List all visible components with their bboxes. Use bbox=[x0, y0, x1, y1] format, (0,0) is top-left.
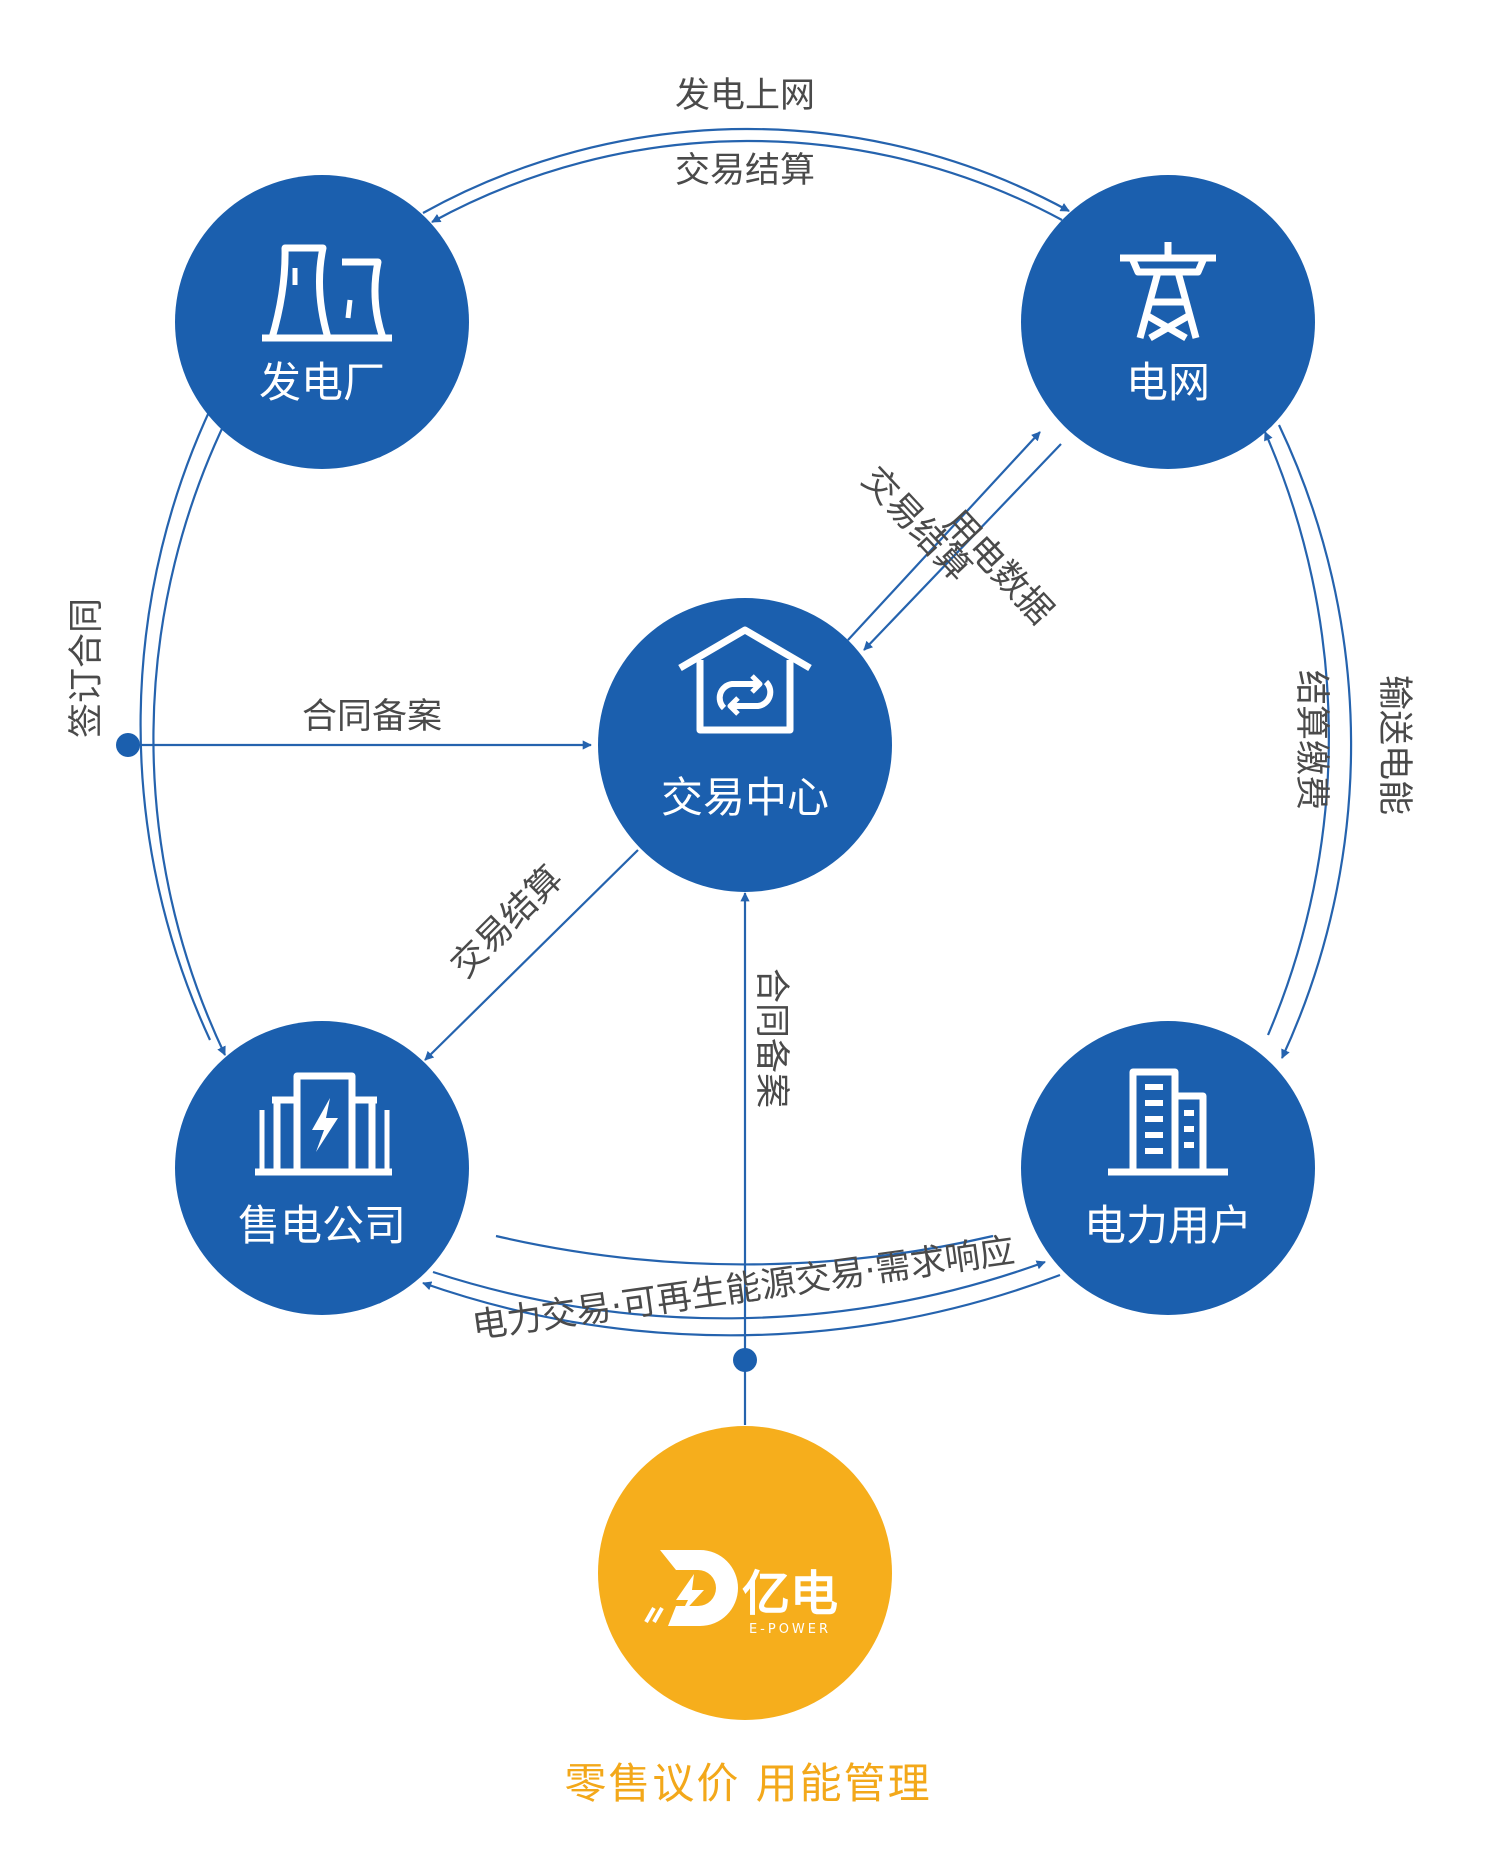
node-retail-company[interactable]: 售电公司 bbox=[175, 1021, 469, 1315]
edge-label-bottom-arc: 电力交易·可再生能源交易·需求响应 bbox=[470, 1231, 1018, 1347]
node-label: 发电厂 bbox=[259, 358, 385, 407]
edge-label-right-arc-outer: 输送电能 bbox=[1374, 675, 1414, 815]
e-power-logo-icon bbox=[644, 1550, 738, 1626]
top-arc-connector bbox=[422, 127, 1070, 223]
node-exchange-center[interactable]: 交易中心 bbox=[598, 598, 892, 892]
edge-label-plant-grid-top: 发电上网 bbox=[675, 76, 815, 116]
house-exchange-icon bbox=[678, 626, 812, 734]
left-arc-connector bbox=[139, 392, 233, 1056]
e-power-logo-en: E-POWER bbox=[749, 1622, 831, 1637]
node-label: 售电公司 bbox=[238, 1201, 406, 1250]
office-building-icon bbox=[1108, 1068, 1228, 1176]
node-power-consumer[interactable]: 电力用户 bbox=[1021, 1021, 1315, 1315]
edge-label-right-arc-inner: 结算缴费 bbox=[1291, 670, 1331, 810]
inner-connectors bbox=[128, 431, 1062, 1425]
node-label: 电力用户 bbox=[1084, 1201, 1252, 1250]
left-junction-dot bbox=[116, 733, 140, 757]
svg-text:交易结算: 交易结算 bbox=[444, 859, 571, 986]
edge-label-bottom-to-exchange: 合同备案 bbox=[751, 968, 791, 1108]
lightning-bolt-icon bbox=[312, 1098, 338, 1152]
edge-label-contract-filing: 合同备案 bbox=[302, 697, 442, 737]
svg-text:输送电能: 输送电能 bbox=[1374, 675, 1414, 815]
right-arc-connector bbox=[1263, 424, 1353, 1059]
node-power-plant[interactable]: 发电厂 bbox=[175, 175, 469, 469]
svg-text:结算缴费: 结算缴费 bbox=[1291, 670, 1331, 810]
tagline: 零售议价 用能管理 bbox=[564, 1759, 932, 1808]
node-e-power[interactable]: 亿电 E-POWER bbox=[598, 1426, 892, 1720]
lightning-building-icon bbox=[255, 1072, 392, 1176]
edge-label-plant-grid-bottom: 交易结算 bbox=[675, 151, 815, 191]
node-label: 交易中心 bbox=[661, 773, 829, 822]
cooling-tower-icon bbox=[262, 244, 392, 342]
svg-text:合同备案: 合同备案 bbox=[751, 968, 791, 1108]
bottom-junction-dot bbox=[733, 1348, 757, 1372]
edge-label-left-arc: 签订合同 bbox=[67, 598, 107, 738]
node-grid[interactable]: 电网 bbox=[1021, 175, 1315, 469]
transmission-tower-icon bbox=[1120, 242, 1216, 342]
svg-text:签订合同: 签订合同 bbox=[67, 598, 107, 738]
node-label: 电网 bbox=[1126, 358, 1210, 407]
building-windows-icon bbox=[1145, 1084, 1194, 1154]
e-power-logo-cn: 亿电 bbox=[742, 1566, 838, 1622]
edge-label-exchange-retailer: 交易结算 bbox=[444, 859, 571, 986]
